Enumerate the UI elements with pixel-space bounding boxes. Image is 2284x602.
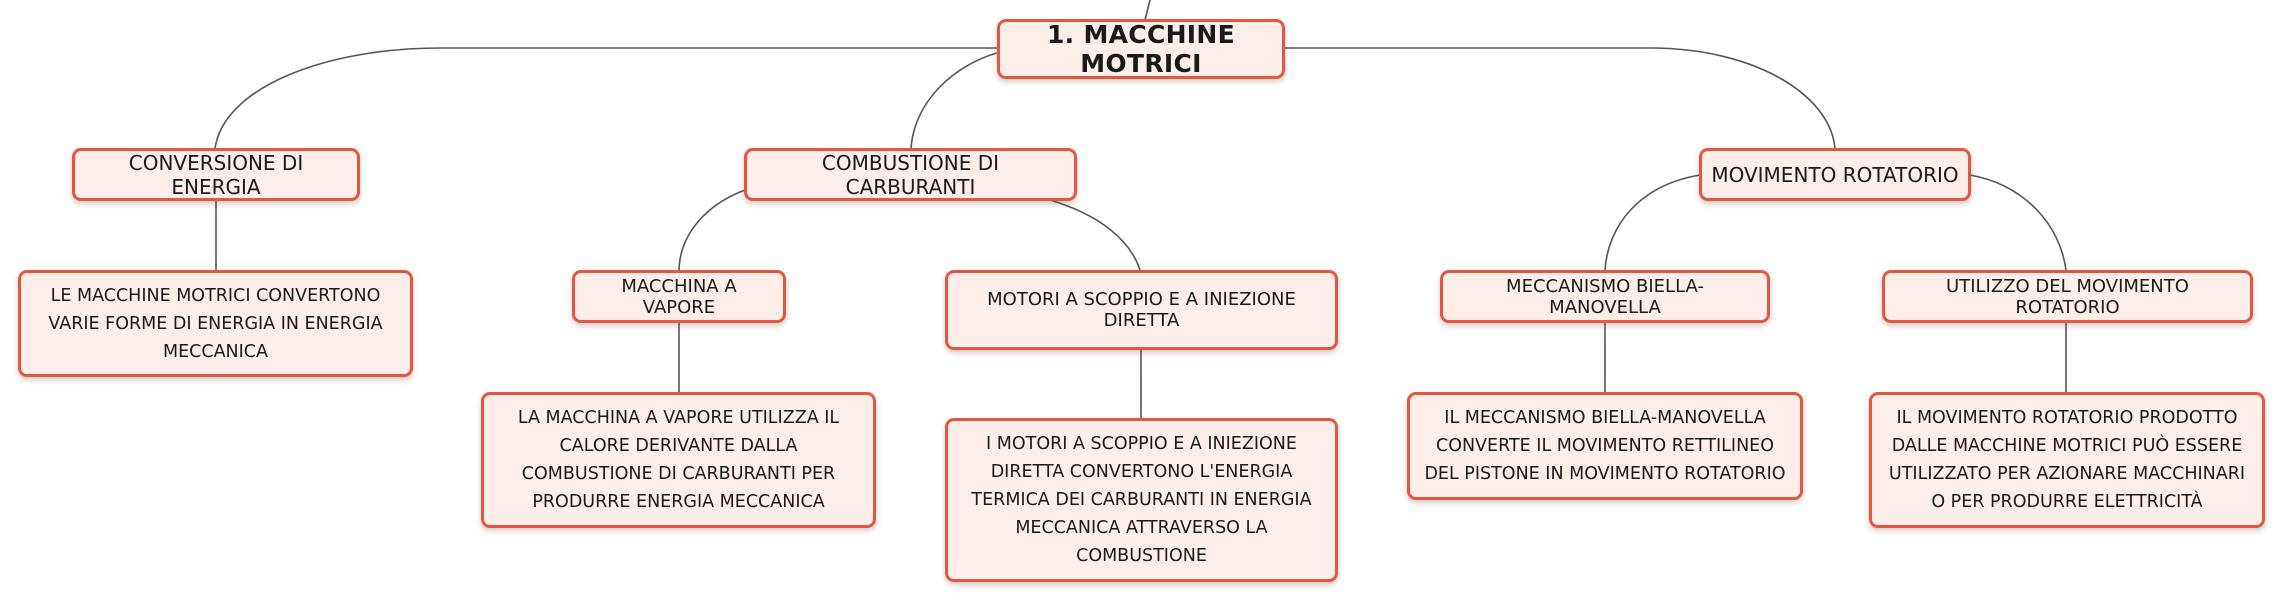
subtopic-label: MACCHINA A VAPORE [621, 275, 737, 318]
subtopic-label: UTILIZZO DEL MOVIMENTO ROTATORIO [1946, 275, 2189, 318]
connector-root-conversione [214, 47, 997, 149]
connector-combustione-motori [1049, 199, 1141, 271]
description-text: IL MECCANISMO BIELLA-MANOVELLA CONVERTE … [1424, 408, 1786, 484]
description-meccanismo-biella-manovella[interactable]: IL MECCANISMO BIELLA-MANOVELLA CONVERTE … [1407, 392, 1803, 500]
subtopic-label: MOTORI A SCOPPIO E A INIEZIONE DIRETTA [987, 289, 1296, 331]
topic-movimento-rotatorio[interactable]: MOVIMENTO ROTATORIO [1699, 148, 1971, 201]
subtopic-meccanismo-biella-manovella[interactable]: MECCANISMO BIELLA-MANOVELLA [1440, 270, 1770, 323]
connector-root-up [1144, 0, 1151, 21]
description-text: LE MACCHINE MOTRICI CONVERTONO VARIE FOR… [48, 285, 383, 362]
topic-conversione-di-energia[interactable]: CONVERSIONE DI ENERGIA [72, 148, 360, 201]
topic-label: CONVERSIONE DI ENERGIA [128, 150, 304, 199]
connector-movimento-utilizzo [1969, 174, 2067, 271]
subtopic-macchina-a-vapore[interactable]: MACCHINA A VAPORE [572, 270, 786, 323]
connector-root-combustione [910, 52, 998, 149]
description-utilizzo-movimento-rotatorio[interactable]: IL MOVIMENTO ROTATORIO PRODOTTO DALLE MA… [1869, 392, 2265, 528]
connector-movimento-biella [1604, 174, 1701, 271]
description-text: IL MOVIMENTO ROTATORIO PRODOTTO DALLE MA… [1888, 408, 2246, 512]
description-conversione-di-energia[interactable]: LE MACCHINE MOTRICI CONVERTONO VARIE FOR… [18, 270, 413, 377]
description-text: I MOTORI A SCOPPIO E A INIEZIONE DIRETTA… [971, 434, 1312, 566]
description-macchina-a-vapore[interactable]: LA MACCHINA A VAPORE UTILIZZA IL CALORE … [481, 392, 876, 528]
connector-combustione-vapore [678, 189, 746, 271]
subtopic-motori-a-scoppio[interactable]: MOTORI A SCOPPIO E A INIEZIONE DIRETTA [945, 270, 1338, 350]
root-node[interactable]: 1. MACCHINE MOTRICI [997, 19, 1285, 79]
description-motori-a-scoppio[interactable]: I MOTORI A SCOPPIO E A INIEZIONE DIRETTA… [945, 418, 1338, 582]
topic-combustione-di-carburanti[interactable]: COMBUSTIONE DI CARBURANTI [744, 148, 1077, 201]
subtopic-label: MECCANISMO BIELLA-MANOVELLA [1506, 275, 1704, 318]
description-text: LA MACCHINA A VAPORE UTILIZZA IL CALORE … [517, 408, 840, 512]
connector-root-movimento [1285, 47, 1836, 149]
topic-label: COMBUSTIONE DI CARBURANTI [821, 150, 1000, 199]
topic-label: MOVIMENTO ROTATORIO [1711, 162, 1959, 187]
root-label: 1. MACCHINE MOTRICI [1046, 20, 1236, 78]
subtopic-utilizzo-movimento-rotatorio[interactable]: UTILIZZO DEL MOVIMENTO ROTATORIO [1882, 270, 2253, 323]
